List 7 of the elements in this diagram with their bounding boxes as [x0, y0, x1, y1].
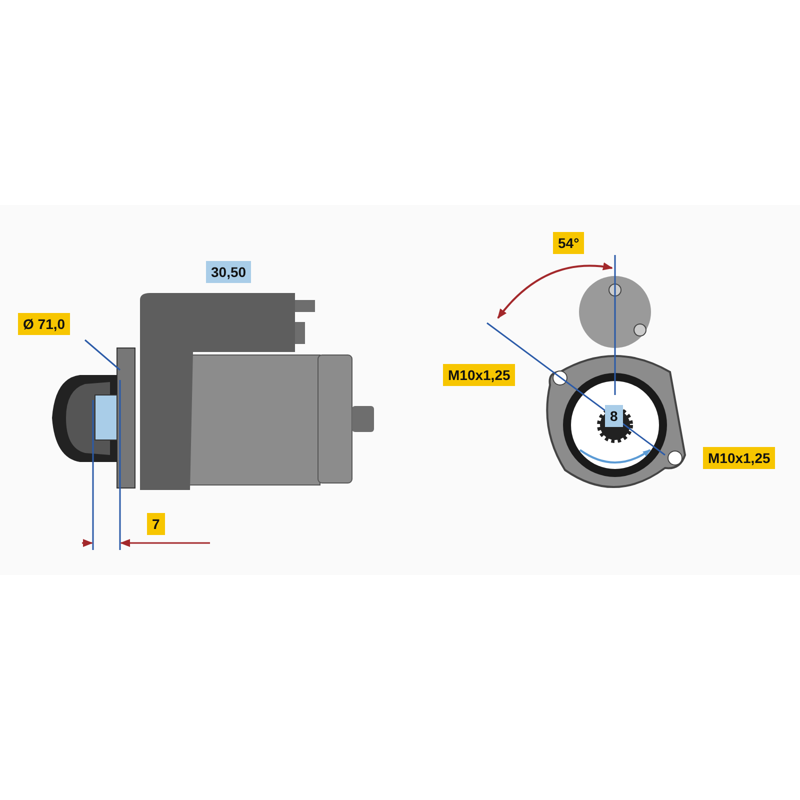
- dimension-label: 8: [605, 405, 623, 427]
- dimension-label: M10x1,25: [443, 364, 516, 386]
- dimension-label: M10x1,25: [703, 447, 776, 469]
- dimension-label: Ø 71,0: [18, 313, 70, 335]
- dimension-label: 7: [147, 513, 165, 535]
- dimension-label: 54°: [553, 232, 584, 254]
- dimension-label: 30,50: [206, 261, 252, 283]
